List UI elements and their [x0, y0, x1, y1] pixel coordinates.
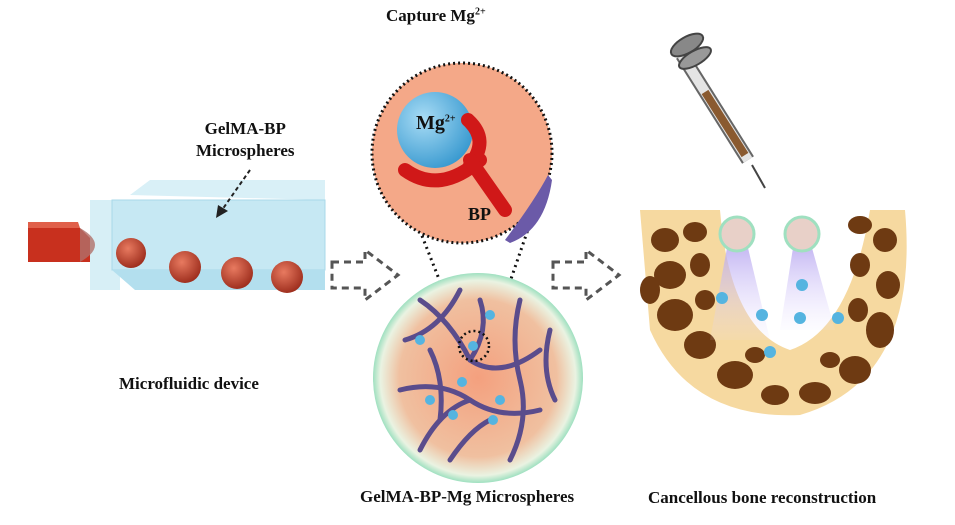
- mg-ion-label: Mg2+: [416, 112, 456, 134]
- bp-label: BP: [468, 204, 492, 224]
- microfluidic-device: [28, 169, 326, 293]
- droplet: [169, 251, 201, 283]
- mg-ion: [397, 92, 473, 168]
- microfluidic-device-label: Microfluidic device: [119, 374, 259, 393]
- inlet-nozzle: [28, 228, 90, 262]
- droplet: [271, 261, 303, 293]
- dashed-arrow-1: [330, 246, 401, 304]
- cancellous-bone: [640, 210, 907, 416]
- polymer-network: [397, 287, 558, 463]
- cancellous-bone-label: Cancellous bone reconstruction: [648, 488, 877, 507]
- capture-mg-label: Capture Mg2+: [386, 6, 486, 25]
- droplet: [116, 238, 146, 268]
- pointer-arrow: [221, 169, 251, 211]
- dashed-arrow-2: [551, 246, 622, 304]
- gelma-bp-mg-sphere: [373, 273, 583, 483]
- droplet: [221, 257, 253, 289]
- zoom-inset: [370, 61, 554, 341]
- gelma-bp-mg-label: GelMA-BP-Mg Microspheres: [360, 487, 575, 506]
- syringe-icon: [669, 32, 766, 189]
